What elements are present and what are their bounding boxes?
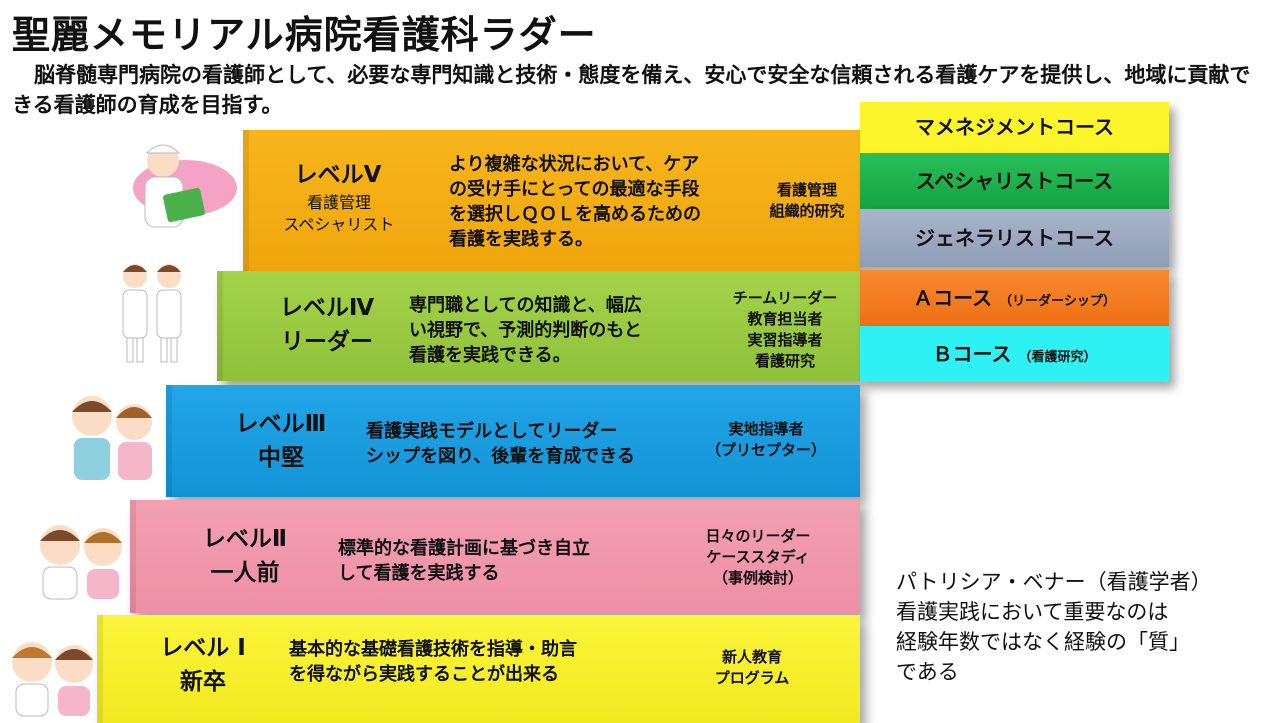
role-item: 組織的研究 bbox=[755, 201, 859, 222]
level-4-roles: チームリーダー 教育担当者 実習指導者 看護研究 bbox=[715, 288, 855, 372]
level-3-description: 看護実践モデルとしてリーダー シップを図り、後輩を育成できる bbox=[366, 419, 635, 469]
happy-nurses-illustration bbox=[2, 628, 102, 718]
role-item: プログラム bbox=[687, 668, 817, 689]
level-5-title: レベルⅤ bbox=[283, 158, 393, 192]
description-line: の受け手にとっての最適な手段 bbox=[449, 177, 701, 202]
course-generalist: ジェネラリストコース bbox=[860, 209, 1169, 267]
level-title-line: レベルⅡ bbox=[180, 522, 310, 556]
level-2-title: レベルⅡ 一人前 bbox=[180, 522, 310, 590]
description-line: より複雑な状況において、ケア bbox=[449, 152, 701, 177]
role-item: （事例検討） bbox=[688, 568, 828, 589]
level-title-line: 一人前 bbox=[180, 556, 310, 590]
level-title-line: リーダー bbox=[257, 325, 397, 359]
level-1-roles: 新人教育 プログラム bbox=[687, 647, 817, 689]
level-2-description: 標準的な看護計画に基づき自立 して看護を実践する bbox=[338, 536, 590, 586]
level-1-step: レベル Ⅰ 新卒 基本的な基礎看護技術を指導・助言 を得ながら実践することが出来… bbox=[97, 615, 860, 723]
description-line: い視野で、予測的判断のもと bbox=[409, 318, 642, 343]
level-title-line: レベルⅢ bbox=[216, 407, 346, 441]
role-item: 実習指導者 bbox=[715, 330, 855, 351]
level-title-line: レベル Ⅰ bbox=[143, 631, 263, 665]
level-5-subtitle-line: スペシャリスト bbox=[279, 214, 399, 236]
cheering-nurses-illustration bbox=[25, 515, 135, 600]
description-line: 専門職としての知識と、幅広 bbox=[409, 293, 642, 318]
role-item: 看護管理 bbox=[755, 180, 859, 201]
role-item: 教育担当者 bbox=[715, 309, 855, 330]
level-title-line: レベルⅣ bbox=[257, 291, 397, 325]
course-note: （看護研究） bbox=[1018, 350, 1096, 365]
description-line: を得ながら実践することが出来る bbox=[289, 662, 577, 687]
level-2-step: レベルⅡ 一人前 標準的な看護計画に基づき自立 して看護を実践する 日々のリーダ… bbox=[130, 500, 860, 613]
level-5-description: より複雑な状況において、ケア の受け手にとっての最適な手段 を選択しＱＯＬを高め… bbox=[449, 152, 701, 252]
description-line: シップを図り、後輩を育成できる bbox=[366, 444, 635, 469]
quote-line: 経験年数ではなく経験の「質」 bbox=[896, 627, 1256, 657]
level-5-subtitle: 看護管理 スペシャリスト bbox=[279, 192, 399, 236]
quote-line: 看護実践において重要なのは bbox=[896, 597, 1256, 627]
role-item: ケーススタディ bbox=[688, 547, 828, 568]
course-label: ジェネラリストコース bbox=[915, 226, 1114, 250]
level-1-title: レベル Ⅰ 新卒 bbox=[143, 631, 263, 699]
course-b: Ｂコース （看護研究） bbox=[860, 326, 1169, 382]
benner-quote: パトリシア・ベナー（看護学者） 看護実践において重要なのは 経験年数ではなく経験… bbox=[896, 567, 1256, 687]
course-note: （リーダーシップ） bbox=[999, 294, 1116, 309]
course-label: スペシャリストコース bbox=[916, 169, 1114, 193]
quote-line: である bbox=[896, 657, 1256, 687]
level-1-description: 基本的な基礎看護技術を指導・助言 を得ながら実践することが出来る bbox=[289, 637, 577, 687]
level-4-step: レベルⅣ リーダー 専門職としての知識と、幅広 い視野で、予測的判断のもと 看護… bbox=[217, 271, 860, 381]
description-line: 看護実践モデルとしてリーダー bbox=[366, 419, 635, 444]
male-female-nurses-illustration bbox=[62, 388, 167, 483]
course-a: Ａコース （リーダーシップ） bbox=[860, 270, 1169, 326]
description-line: 基本的な基礎看護技術を指導・助言 bbox=[289, 637, 577, 662]
quote-line: パトリシア・ベナー（看護学者） bbox=[896, 567, 1256, 597]
level-3-roles: 実地指導者 （プリセプター） bbox=[696, 419, 836, 461]
level-title-line: 新卒 bbox=[143, 665, 263, 699]
level-5-roles: 看護管理 組織的研究 bbox=[755, 180, 859, 222]
description-line: 看護を実践する。 bbox=[449, 227, 701, 252]
course-label: Ａコース bbox=[913, 286, 992, 310]
level-2-roles: 日々のリーダー ケーススタディ （事例検討） bbox=[688, 526, 828, 589]
level-title-line: 中堅 bbox=[216, 441, 346, 475]
level-5-subtitle-line: 看護管理 bbox=[279, 192, 399, 214]
nurse-with-clipboard-illustration bbox=[115, 133, 240, 243]
course-label: マメネジメントコース bbox=[915, 115, 1114, 139]
description-line: を選択しＱＯＬを高めるための bbox=[449, 202, 701, 227]
description-line: 標準的な看護計画に基づき自立 bbox=[338, 536, 590, 561]
course-label: Ｂコース bbox=[933, 342, 1012, 366]
page-title: 聖麗メモリアル病院看護科ラダー bbox=[12, 4, 597, 59]
role-item: チームリーダー bbox=[715, 288, 855, 309]
two-nurses-illustration bbox=[113, 258, 193, 366]
course-management: マメネジメントコース bbox=[860, 102, 1169, 153]
description-line: 看護を実践できる。 bbox=[409, 343, 642, 368]
level-3-title: レベルⅢ 中堅 bbox=[216, 407, 346, 475]
level-3-step: レベルⅢ 中堅 看護実践モデルとしてリーダー シップを図り、後輩を育成できる 実… bbox=[166, 385, 860, 497]
role-item: 実地指導者 bbox=[696, 419, 836, 440]
course-specialist: スペシャリストコース bbox=[860, 153, 1169, 209]
level-4-title: レベルⅣ リーダー bbox=[257, 291, 397, 359]
role-item: 看護研究 bbox=[715, 351, 855, 372]
role-item: 新人教育 bbox=[687, 647, 817, 668]
level-4-description: 専門職としての知識と、幅広 い視野で、予測的判断のもと 看護を実践できる。 bbox=[409, 293, 642, 368]
role-item: 日々のリーダー bbox=[688, 526, 828, 547]
level-5-step: レベルⅤ 看護管理 スペシャリスト より複雑な状況において、ケア の受け手にとっ… bbox=[243, 130, 860, 273]
role-item: （プリセプター） bbox=[696, 440, 836, 461]
description-line: して看護を実践する bbox=[338, 561, 590, 586]
